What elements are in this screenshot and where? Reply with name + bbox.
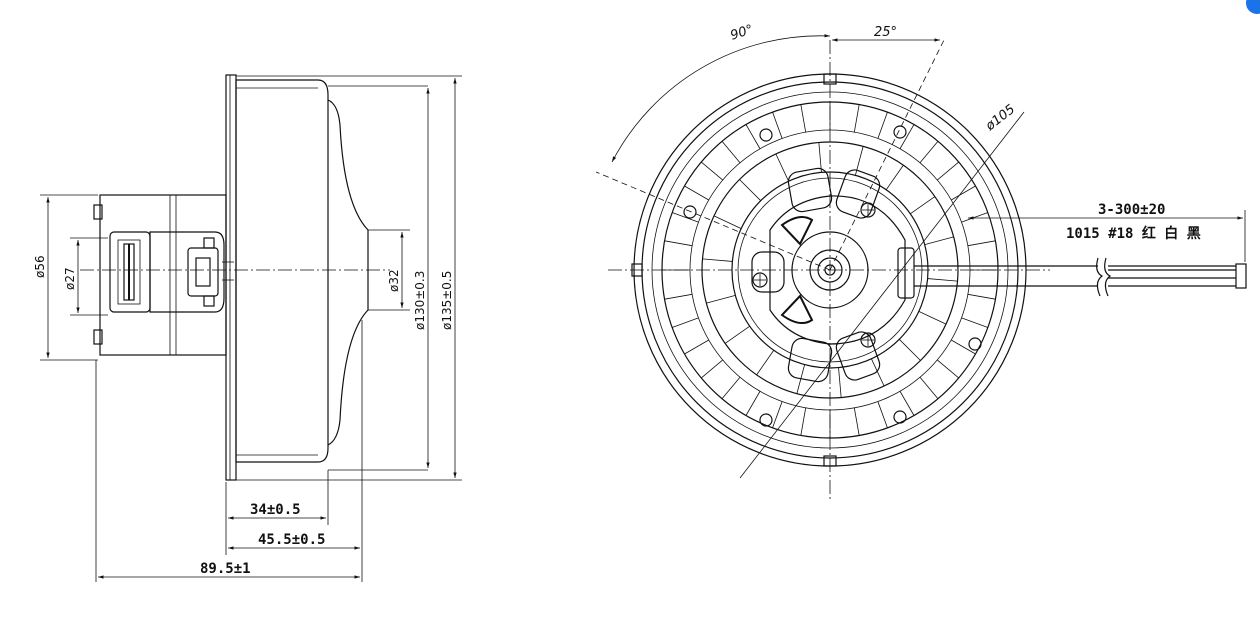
dim-45-5: 45.5±0.5: [258, 532, 325, 548]
fin-line: [721, 141, 741, 164]
dim-89-5: 89.5±1: [200, 561, 251, 577]
inner-fin-line: [924, 236, 954, 246]
fin-line: [951, 185, 976, 201]
fin-line: [853, 104, 860, 133]
d105-leader: [739, 111, 1025, 479]
fin-line: [684, 185, 709, 201]
fin-line: [919, 376, 939, 399]
screws: [752, 202, 876, 348]
bearing-plate: [769, 195, 906, 345]
side-view: ø56 ø27 ø32 ø130±0.3 ø135±0.5 34±0.5 45.…: [33, 74, 462, 582]
fin-line: [701, 359, 724, 379]
corner-badge: [1246, 0, 1260, 14]
fin-line: [877, 401, 888, 429]
front-view: 3-300±20 1015 #18 红 白 黑 90° 25° ø105: [595, 22, 1247, 500]
angle-25: 25°: [874, 25, 897, 40]
inner-fin-line: [724, 325, 750, 344]
inner-fin-line: [713, 215, 742, 229]
wire-ends: [1235, 263, 1247, 289]
dim-d27: ø27: [63, 267, 77, 290]
fin-line: [936, 161, 959, 181]
vent-slots: [751, 167, 881, 383]
fin-line: [853, 407, 860, 436]
dim-d56: ø56: [33, 255, 47, 278]
housing: [235, 79, 329, 463]
inner-fin-line: [775, 153, 789, 182]
fin-line: [772, 401, 783, 429]
inner-fin-line: [885, 164, 904, 190]
flange-plate: [225, 74, 237, 481]
lead-length: 3-300±20: [1098, 202, 1165, 218]
connector: [149, 231, 225, 313]
fin-line: [899, 124, 915, 149]
angle-90: 90°: [729, 22, 756, 43]
lead-spec: 1015 #18 红 白 黑: [1066, 225, 1201, 242]
fin-line: [919, 141, 939, 164]
fin-line: [745, 124, 761, 149]
winding-bottom: [780, 294, 814, 325]
angle-leader-right: [829, 39, 945, 271]
fin-line: [721, 376, 741, 399]
dim-d32: ø32: [387, 269, 401, 292]
inner-fin-line: [918, 311, 947, 325]
fin-line: [684, 339, 709, 355]
fin-line: [967, 240, 996, 247]
fin-line: [671, 212, 699, 223]
motor-body: [99, 194, 227, 356]
dim-34: 34±0.5: [250, 502, 301, 518]
fin-line: [664, 240, 693, 247]
fin-line: [936, 359, 959, 379]
fin-line: [745, 391, 761, 416]
dim-d135: ø135±0.5: [440, 271, 454, 330]
inner-fin-line: [927, 278, 958, 282]
dim-d105: ø105: [982, 102, 1018, 135]
inner-fin-line: [702, 258, 733, 262]
fin-line: [800, 407, 807, 436]
fin-line: [701, 161, 724, 181]
angle-leader-left: [595, 171, 831, 271]
fin-line: [899, 391, 915, 416]
impeller-flare: [327, 99, 369, 446]
inner-fin-line: [739, 179, 761, 201]
fin-line: [961, 212, 989, 223]
fin-line: [961, 317, 989, 328]
fin-line: [664, 293, 693, 300]
fin-line: [967, 293, 996, 300]
inner-fin-line: [706, 294, 736, 304]
inner-fin-line: [910, 196, 936, 215]
lead-exit: [897, 247, 915, 299]
winding-top: [780, 215, 814, 246]
mount-holes: [683, 125, 982, 427]
inner-fin-line: [838, 367, 842, 398]
shaft-boss: [791, 231, 869, 309]
fin-line: [951, 339, 976, 355]
inner-fin-line: [871, 358, 885, 387]
inner-fin-line: [899, 339, 921, 361]
fin-line: [877, 111, 888, 139]
fin-line: [772, 111, 783, 139]
fin-line: [671, 317, 699, 328]
dim-d130: ø130±0.3: [413, 271, 427, 330]
fin-line: [800, 104, 807, 133]
inner-fin-line: [756, 350, 775, 376]
hub-ring: [731, 171, 929, 369]
